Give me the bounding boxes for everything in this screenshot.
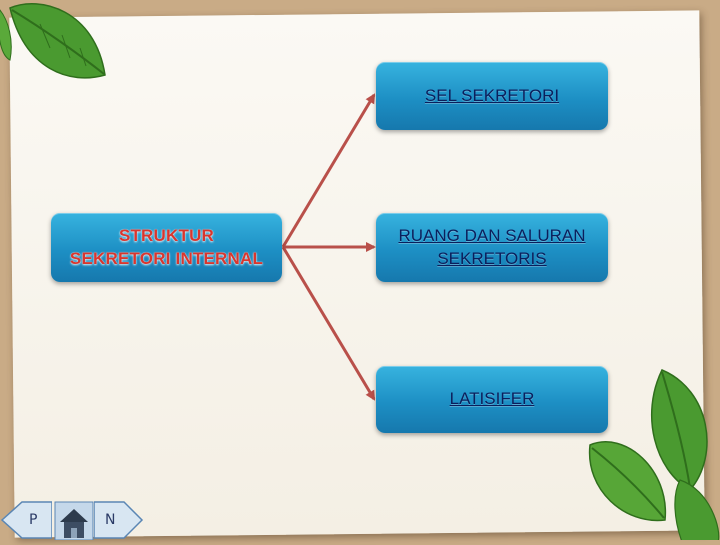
leaf-decoration-bottom-right-icon <box>588 369 720 540</box>
root-node-label: STRUKTUR SEKRETORI INTERNAL <box>69 225 264 268</box>
home-icon <box>54 501 94 541</box>
leaf-decoration-top-left-icon <box>0 2 106 79</box>
next-arrow-icon <box>93 501 144 539</box>
branch-node-latisifer[interactable]: LATISIFER <box>376 366 608 433</box>
branch-link-ruang-saluran[interactable]: RUANG DAN SALURAN SEKRETORIS <box>398 225 586 268</box>
prev-button[interactable]: P <box>0 500 53 540</box>
arrow-to-sel-sekretori <box>281 93 376 248</box>
home-button[interactable] <box>54 500 94 541</box>
root-node-box: STRUKTUR SEKRETORI INTERNAL <box>51 213 282 282</box>
prev-label: P <box>29 512 38 528</box>
next-button[interactable]: N <box>93 500 144 540</box>
prev-arrow-icon <box>0 501 53 539</box>
next-label: N <box>105 512 116 528</box>
branch-node-ruang-saluran[interactable]: RUANG DAN SALURAN SEKRETORIS <box>376 213 608 282</box>
branch-link-sel-sekretori[interactable]: SEL SEKRETORI <box>424 85 560 105</box>
arrow-to-latisifer <box>281 246 376 401</box>
branch-node-sel-sekretori[interactable]: SEL SEKRETORI <box>376 62 608 130</box>
branch-link-latisifer[interactable]: LATISIFER <box>449 389 535 409</box>
